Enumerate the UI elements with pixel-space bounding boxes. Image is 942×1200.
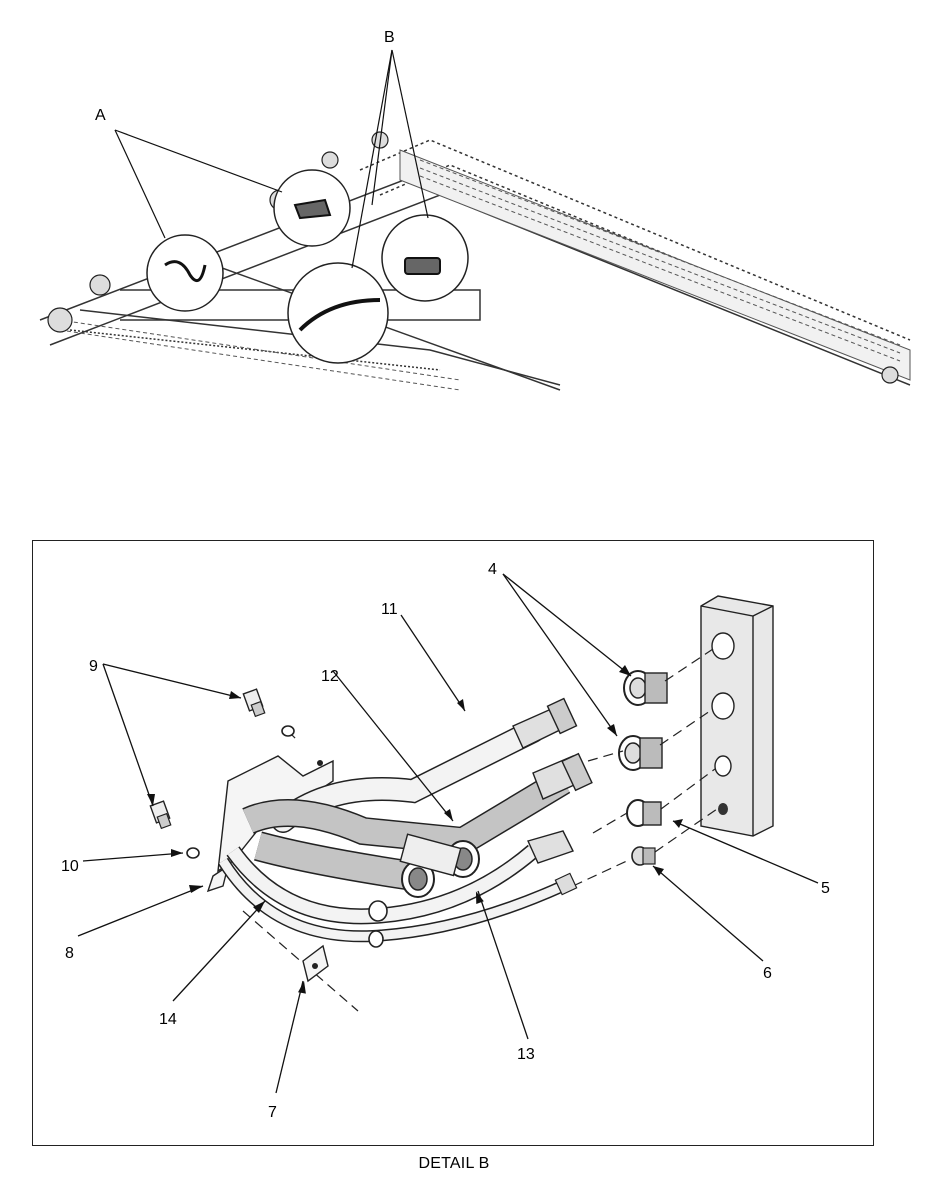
callout-6: 6 xyxy=(763,965,772,982)
overview-illustration: A B xyxy=(39,29,911,391)
callout-5: 5 xyxy=(821,880,830,897)
mounting-bracket xyxy=(206,755,334,983)
bolt-lower xyxy=(149,800,172,830)
callout-7: 7 xyxy=(268,1104,277,1121)
alignment-lines xyxy=(242,648,718,1012)
detail-b-illustration: 4 5 6 7 8 9 10 11 12 13 14 xyxy=(61,561,830,1121)
fitting-6 xyxy=(631,846,656,866)
mesh-panel xyxy=(59,149,911,391)
washer-10 xyxy=(186,847,200,859)
magnified-parts xyxy=(164,198,441,332)
detail-leader-lines xyxy=(77,573,819,1094)
fitting-5 xyxy=(626,799,662,827)
manifold-block xyxy=(700,595,774,837)
detail-b-frame: 4 5 6 7 8 9 10 11 12 13 14 xyxy=(32,540,874,1146)
fitting-lower xyxy=(618,735,663,771)
leader-lines xyxy=(114,49,429,269)
callout-13: 13 xyxy=(517,1046,535,1063)
callout-4: 4 xyxy=(488,561,497,578)
callout-11: 11 xyxy=(381,601,398,618)
callout-14: 14 xyxy=(159,1011,177,1028)
callout-12: 12 xyxy=(321,668,339,685)
callout-10: 10 xyxy=(61,858,79,875)
hose-dark-lower xyxy=(254,831,480,898)
callout-8: 8 xyxy=(65,945,74,962)
detail-arrowheads xyxy=(147,665,683,994)
callout-a: A xyxy=(95,107,106,124)
bolt-upper xyxy=(242,688,295,737)
fitting-upper xyxy=(623,670,668,706)
callout-9: 9 xyxy=(89,658,98,675)
hose-12 xyxy=(242,752,593,856)
callout-b: B xyxy=(384,29,395,46)
detail-caption: DETAIL B xyxy=(418,1155,490,1172)
